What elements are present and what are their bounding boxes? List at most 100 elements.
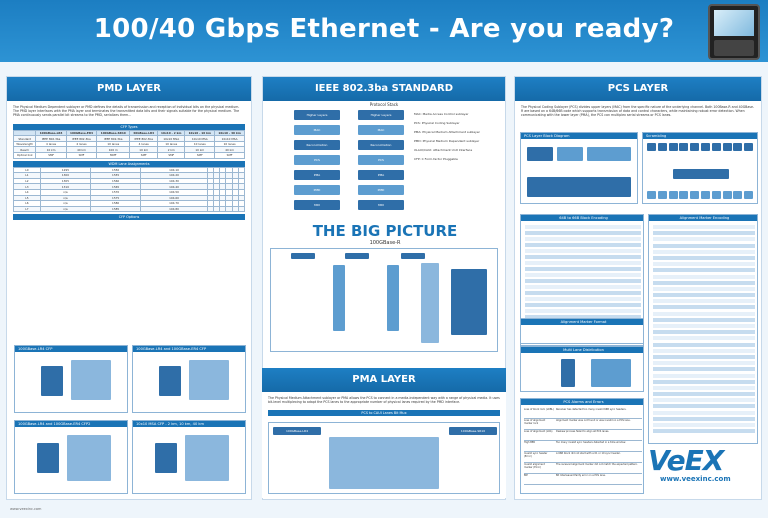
stack-layer-block: Reconciliation — [294, 140, 340, 150]
stack-note: XLAUI/CAUI: Attachment Unit Interface — [414, 148, 473, 152]
scrambler-cell — [657, 191, 667, 199]
pma-right-box: 100GBase-SR10 — [449, 427, 497, 435]
stack-layer-block: PCS — [294, 155, 340, 165]
marker-row — [653, 243, 755, 248]
poster-title: 100/40 Gbps Ethernet - Are you ready? — [93, 14, 675, 44]
scrambler-cell — [711, 191, 721, 199]
cfp-module-block — [41, 366, 63, 396]
cfp-types-title: CFP Types — [13, 123, 245, 130]
scrambler-cell — [690, 191, 700, 199]
encoding-row — [525, 255, 641, 259]
encoding-row — [525, 231, 641, 235]
table-header-cell: 10x10 - 40 km — [214, 129, 245, 137]
big-picture-title: THE BIG PICTURE — [312, 222, 458, 240]
scrambler-cell — [722, 191, 732, 199]
table-header-cell: 10x10 - 10 km — [184, 129, 216, 137]
panel-title: Multi Lane Distribution — [521, 347, 643, 353]
table-cell: SMF — [184, 152, 216, 159]
table-cell: n/a — [39, 205, 92, 213]
scrambler-cells — [647, 191, 755, 199]
diagram-block — [421, 263, 439, 343]
alarm-name: Invalid sync header (Error) — [524, 452, 548, 458]
table-cell: 1585 — [90, 205, 142, 213]
scrambler-cell — [701, 191, 710, 199]
marker-row — [653, 286, 755, 291]
veex-logo: VeEX www.veexinc.com — [648, 444, 758, 494]
alarm-row: Loss of alignment (LOA)Deskew process fa… — [524, 430, 642, 441]
pma-left-box: 100GBase-LR4 — [273, 427, 321, 435]
marker-row — [653, 274, 755, 279]
encoding-row — [525, 261, 641, 265]
table-cell: Wavelength — [12, 140, 37, 148]
marker-row — [653, 361, 755, 366]
table-cell: SMF — [129, 152, 159, 159]
alarm-row: Loss of block lock (LOBL)Receiver has de… — [524, 408, 642, 419]
diagram-block — [451, 269, 487, 335]
stack-notes: MAC: Media Access Control sublayer PCS: … — [414, 112, 502, 166]
panel-title: PCS Layer Block Diagram — [521, 133, 637, 139]
pma-layer-title: PMA LAYER — [262, 368, 506, 392]
stack-layer-block: PMD — [358, 185, 404, 195]
optics-block — [185, 435, 229, 481]
big-picture-subtitle: 100GBase-R — [369, 240, 401, 246]
table-header-cell: 10x10 - 2 km — [157, 129, 186, 137]
alarm-name: Invalid alignment marker (Error) — [524, 463, 545, 469]
stack-layer-block: MDI — [294, 200, 340, 210]
panel-title: Alignment Marker Format — [521, 319, 643, 325]
marker-row — [653, 299, 755, 304]
lane-distribution-panel: Multi Lane Distribution — [520, 346, 644, 392]
encoding-row — [525, 303, 641, 307]
scrambler-cell — [657, 143, 667, 151]
marker-row — [653, 416, 755, 421]
marker-rows — [653, 225, 755, 435]
optics-block — [71, 360, 111, 400]
scrambler-cells — [647, 143, 755, 151]
scrambler-cell — [722, 143, 732, 151]
marker-row — [653, 317, 755, 322]
diagram-block — [591, 359, 631, 387]
marker-row — [653, 262, 755, 267]
stack-layer-block: MDI — [358, 200, 404, 210]
pma-intro-text: The Physical Medium Attachment sublayer … — [268, 396, 500, 405]
diagram-block — [345, 253, 369, 259]
encoding-row — [525, 285, 641, 289]
scrambler-cell — [679, 143, 689, 151]
panel-title: PCS Alarms and Errors — [521, 399, 643, 405]
table-header-cell: 40GBase-LR4 — [129, 129, 159, 137]
tester-device-image — [708, 4, 760, 60]
encoding-rows — [525, 225, 641, 327]
stack-note: PMD: Physical Medium Dependent sublayer — [414, 139, 480, 143]
marker-row — [653, 423, 755, 427]
logo-brand: VeEX — [648, 444, 724, 477]
marker-row — [653, 324, 755, 328]
alarm-name: Loss of alignment marker lock — [524, 419, 546, 425]
alarm-description: A 66B block did not start with a 01 or 1… — [556, 452, 621, 455]
stack-note: PCS: Physical Coding Sublayer — [414, 121, 460, 125]
cfp-panel-title: 100GBase-LR4 and 100GBase-ER4 CFP2 — [15, 421, 127, 427]
alarm-description: Bit Interleaved Parity error on a PCS la… — [556, 474, 606, 477]
pcs-alarms-panel: PCS Alarms and Errors Loss of block lock… — [520, 398, 644, 494]
marker-row — [653, 410, 755, 415]
protocol-stack-label: Protocol Stack — [369, 102, 399, 107]
table-cell: SMF — [65, 152, 98, 159]
alarm-description: Too many invalid sync headers detected i… — [556, 441, 626, 444]
marker-row — [653, 404, 755, 409]
encoding-row — [525, 249, 641, 253]
stack-layer-block: PCS — [358, 155, 404, 165]
scrambler-cell — [744, 191, 754, 199]
cfp-panel-title: 10x10 MSA CFP - 2 km, 10 km, 40 km — [133, 421, 245, 427]
poster-header: 100/40 Gbps Ethernet - Are you ready? — [0, 0, 768, 62]
cfp-module-block — [155, 443, 177, 473]
diagram-block — [333, 265, 345, 331]
alarm-name: High BER — [524, 441, 536, 444]
stack-layer-block: Reconciliation — [358, 140, 404, 150]
table-cell: MMF — [96, 152, 131, 159]
encoding-row — [525, 291, 641, 295]
wdm-lane-title: WDM Lane Assignments — [13, 160, 245, 167]
diagram-block — [401, 253, 425, 259]
cfp-panel-c: 100GBase-LR4 and 100GBase-ER4 CFP2 — [14, 420, 128, 494]
